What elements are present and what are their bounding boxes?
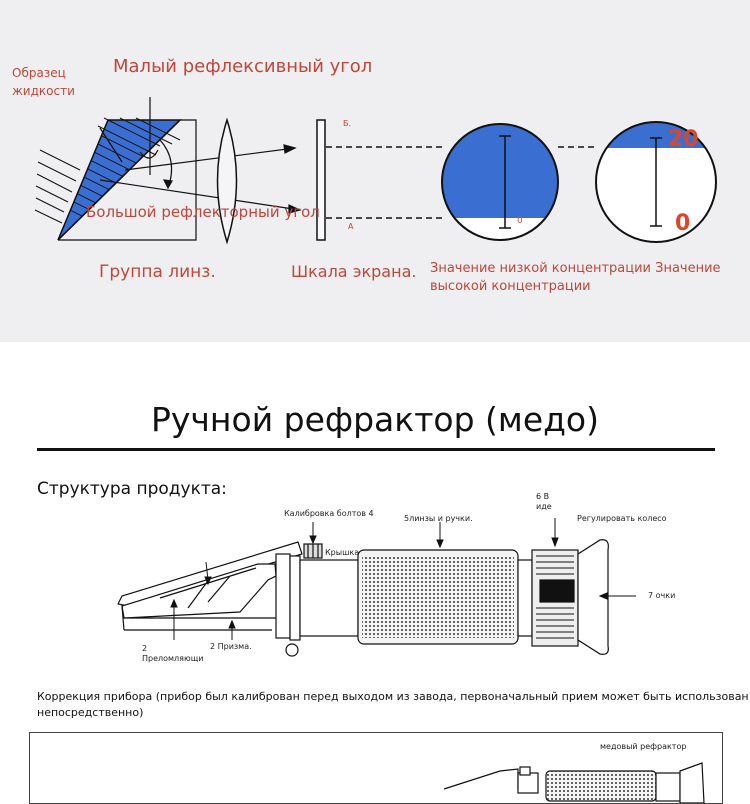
page-title: Ручной рефрактор (медо) [151,400,599,439]
lens-group-label: Группа линз. [99,262,216,282]
principle-diagram [34,97,717,245]
sample-label: Образец жидкости [12,66,75,98]
prism-box [58,119,197,241]
screen-plate [316,119,326,241]
cover-label: Крышка [325,548,360,557]
high-view-top-number: 20 [668,127,699,152]
prism-wedge [34,117,182,241]
high-view-bottom-number: 0 [675,211,691,236]
bottom-refractometer-preview [443,762,705,803]
bolt-label: Калибровка болтов 4 [284,509,374,518]
mark-a: А [348,222,354,231]
eyepiece [577,539,609,655]
eyepiece-label: 7 очки [648,591,676,600]
wheel-label: Регулировать колесо [577,514,667,523]
lens-handle-number: 5 [404,514,410,523]
title-divider [37,448,715,451]
angle-indicator [99,97,173,190]
light-rays [99,144,302,214]
high-concentration-view [595,121,717,243]
part-6-label: 6 В иде [536,492,552,511]
lens-handle-label: 5линзы и ручки. [404,514,473,523]
screen-scale-label: Шкала экрана. [291,262,417,281]
low-view-bottom-number: 0 [517,216,523,226]
bottom-label: медовый рефрактор [600,742,687,751]
concentration-label: Значение низкой концентрации Значение вы… [430,261,721,294]
small-angle-label: Малый рефлексивный угол [113,56,373,77]
mark-b: Б. [343,119,352,128]
large-angle-label: Большой рефлекторный угол [86,203,320,221]
lens [216,117,238,245]
projection-lines [326,146,598,219]
prism-label: 2 Призма. [210,642,252,651]
principle-panel: Образец жидкости Малый рефлексивный угол… [0,0,750,342]
structure-label: Структура продукта: [37,479,227,499]
calibration-note: Коррекция прибора (прибор был калиброван… [37,690,749,719]
low-concentration-view [441,123,559,241]
refractometer-diagram [117,518,636,657]
refracting-label: 2 Преломляющи [142,644,204,663]
bottom-diagram-frame: медовый рефрактор [29,732,723,804]
lens-handle-text: линзы и ручки. [409,514,473,523]
